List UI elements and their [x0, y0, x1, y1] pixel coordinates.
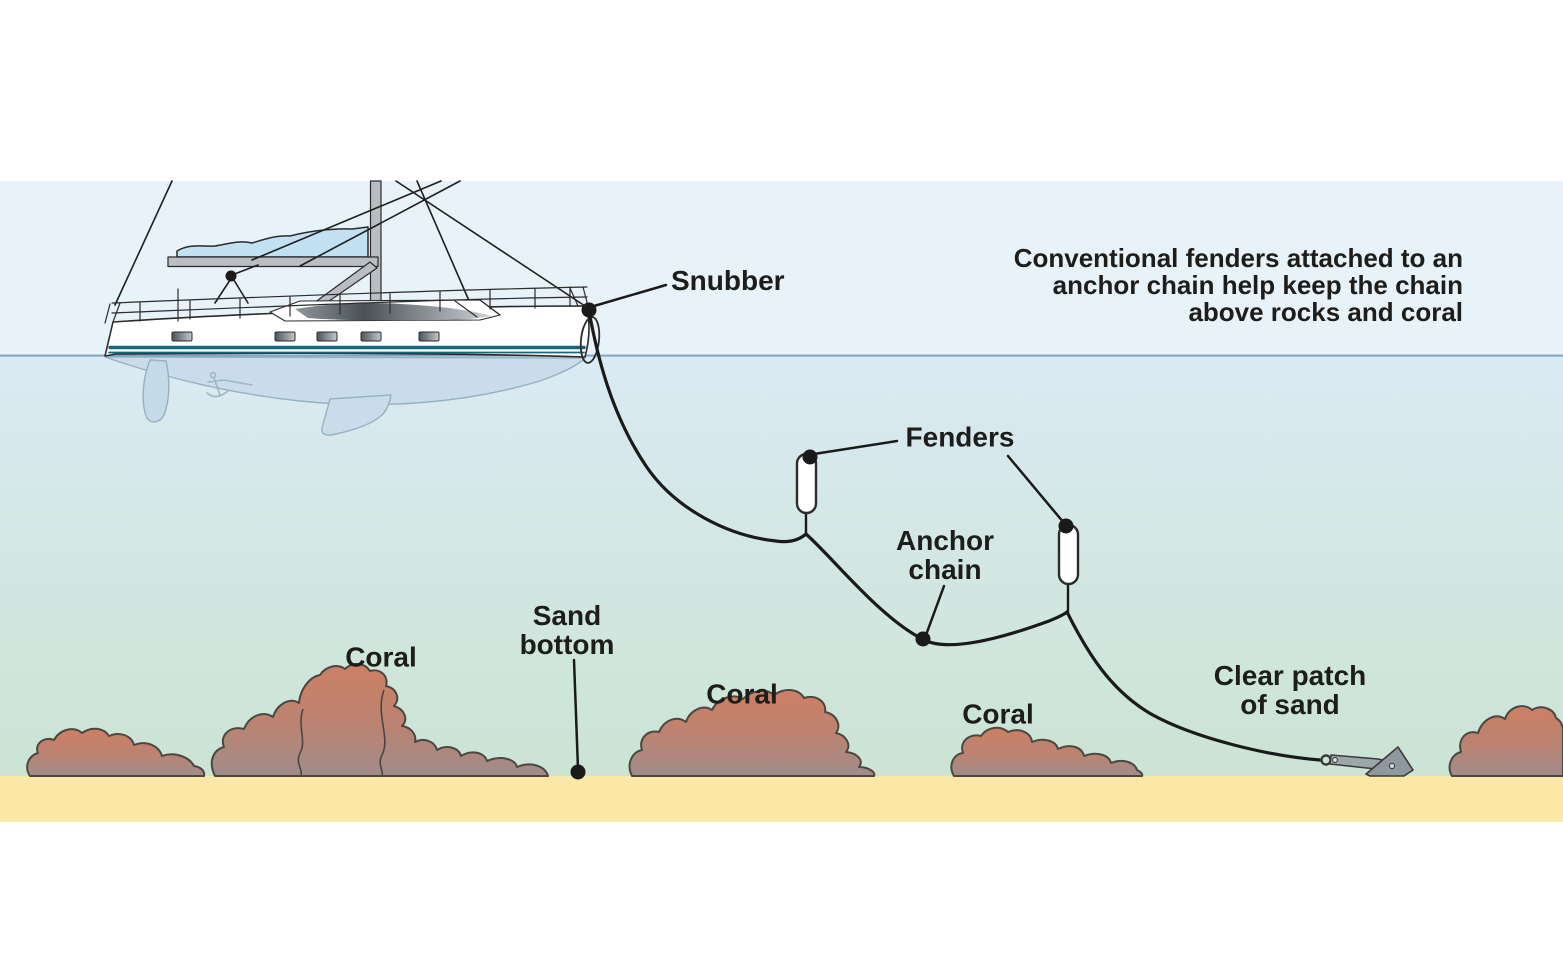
hull-underwater	[104, 356, 586, 436]
coral-3	[628, 689, 876, 777]
label-coral-right: Coral	[962, 698, 1034, 730]
mainsheet-block	[225, 270, 237, 282]
coral-4	[950, 726, 1144, 777]
label-fenders: Fenders	[905, 421, 1015, 453]
snubber-pointer	[592, 283, 668, 308]
label-coral-middle: Coral	[706, 678, 778, 710]
label-clear-patch-line2: of sand	[1240, 689, 1340, 720]
mast	[369, 180, 382, 303]
caption-note-line1: Conventional fenders attached to an	[1013, 243, 1463, 273]
coral-1	[26, 727, 206, 777]
coral-5	[1448, 705, 1563, 777]
snubber-loop	[579, 316, 601, 364]
fender-tethers	[804, 511, 1070, 613]
label-snubber: Snubber	[671, 265, 785, 296]
snubber-dot	[581, 302, 597, 318]
sand-bottom-pointer	[572, 658, 580, 771]
label-sand-bottom: Sand bottom	[520, 601, 615, 659]
sand-bottom-strip	[0, 776, 1563, 822]
hull-stripes	[108, 345, 586, 354]
rigging-lines	[114, 180, 589, 309]
pointer-lines	[572, 283, 1066, 771]
furled-mainsail	[176, 226, 369, 258]
pointer-dots	[570, 302, 1074, 780]
sailboat	[104, 180, 590, 436]
fender-2-dot	[1058, 518, 1074, 534]
hull-anchor-mark	[206, 371, 253, 398]
label-anchor-chain: Anchor chain	[896, 526, 994, 584]
coral-2	[210, 663, 549, 777]
caption-note: Conventional fenders attached to an anch…	[1014, 245, 1463, 326]
coral-group	[26, 663, 1563, 777]
anchor-chain-dot	[915, 631, 931, 647]
caption-note-line3: above rocks and coral	[1188, 297, 1463, 327]
label-sand-bottom-line2: bottom	[519, 629, 615, 660]
boom	[167, 256, 379, 268]
label-coral-left: Coral	[345, 641, 417, 673]
anchor	[1320, 746, 1414, 777]
cockpit-shadow	[295, 303, 492, 321]
label-clear-patch-line1: Clear patch	[1213, 660, 1367, 691]
label-anchor-chain-line1: Anchor	[896, 525, 994, 556]
waterline	[0, 354, 1563, 357]
fender-2	[1057, 523, 1080, 586]
fenders-pointer-right	[1006, 454, 1066, 525]
label-clear-patch: Clear patch of sand	[1214, 661, 1367, 719]
anchor-chain-pointer	[924, 584, 946, 637]
fender-1-dot	[802, 449, 818, 465]
caption-note-line2: anchor chain help keep the chain	[1052, 270, 1463, 300]
portholes	[171, 331, 440, 342]
fenders-pointer-left	[812, 439, 899, 456]
label-sand-bottom-line1: Sand	[532, 600, 602, 631]
label-anchor-chain-line2: chain	[908, 554, 982, 585]
sand-bottom-dot	[570, 764, 586, 780]
